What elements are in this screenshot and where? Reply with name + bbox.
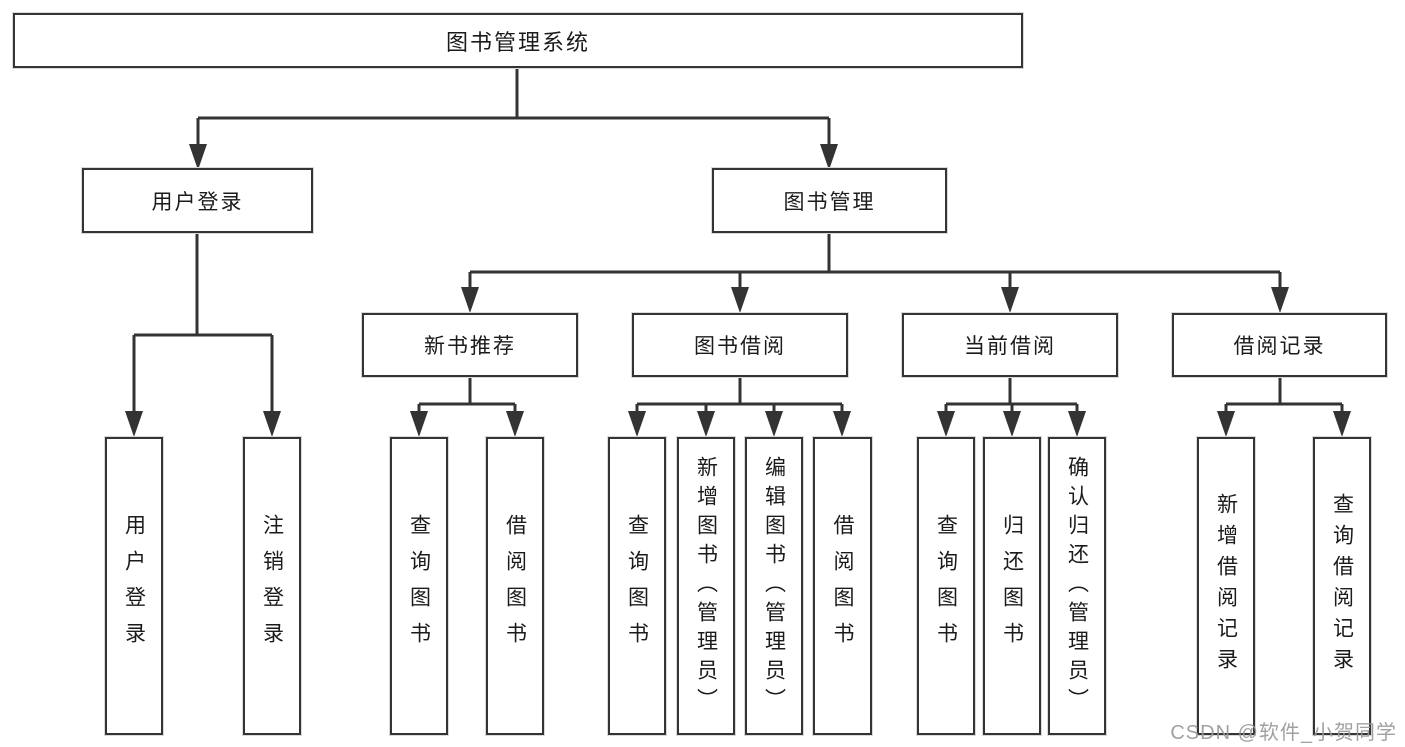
node-book-management: 图书管理 [712, 168, 947, 233]
node-user-login-label: 用户登录 [151, 190, 244, 214]
leaf-borrow-books-recommend-label: 借阅图书 [503, 514, 527, 658]
leaf-query-books-current: 查询图书 [917, 437, 975, 735]
leaf-edit-books-admin: 编辑图书（管理员） [745, 437, 803, 735]
leaf-borrow-books-recommend: 借阅图书 [486, 437, 544, 735]
leaf-query-borrow-record: 查询借阅记录 [1313, 437, 1371, 735]
leaf-logout-login: 注销登录 [243, 437, 301, 735]
node-current-borrowing: 当前借阅 [902, 313, 1118, 377]
leaf-query-books-current-label: 查询图书 [934, 514, 958, 658]
leaf-edit-books-admin-label: 编辑图书（管理员） [762, 455, 786, 717]
leaf-query-books-borrowing: 查询图书 [608, 437, 666, 735]
node-book-management-label: 图书管理 [783, 190, 876, 214]
node-borrowing-records: 借阅记录 [1172, 313, 1387, 377]
leaf-return-books-label: 归还图书 [1000, 514, 1024, 658]
arrowhead-icons [125, 144, 1351, 437]
leaf-add-borrow-record: 新增借阅记录 [1197, 437, 1255, 735]
leaf-borrow-books-borrowing: 借阅图书 [813, 437, 872, 735]
leaf-user-login: 用户登录 [105, 437, 163, 735]
node-current-borrowing-label: 当前借阅 [964, 335, 1056, 358]
node-borrowing-records-label: 借阅记录 [1233, 335, 1326, 358]
leaf-confirm-return-admin-label: 确认归还（管理员） [1065, 455, 1089, 717]
leaf-query-books-recommend: 查询图书 [390, 437, 448, 735]
node-new-book-recommend: 新书推荐 [362, 313, 578, 377]
leaf-borrow-books-borrowing-label: 借阅图书 [831, 514, 854, 658]
leaf-query-borrow-record-label: 查询借阅记录 [1330, 493, 1354, 679]
watermark: CSDN @软件_小贺同学 [1170, 722, 1397, 744]
leaf-add-books-admin: 新增图书（管理员） [677, 437, 735, 735]
leaf-query-books-borrowing-label: 查询图书 [625, 514, 649, 658]
leaf-add-borrow-record-label: 新增借阅记录 [1214, 493, 1238, 679]
node-user-login: 用户登录 [82, 168, 313, 233]
leaf-add-books-admin-label: 新增图书（管理员） [694, 455, 718, 717]
node-book-borrowing-label: 图书借阅 [694, 335, 786, 358]
node-new-book-recommend-label: 新书推荐 [424, 335, 516, 358]
leaf-confirm-return-admin: 确认归还（管理员） [1048, 437, 1106, 735]
node-book-borrowing: 图书借阅 [632, 313, 848, 377]
leaf-return-books: 归还图书 [983, 437, 1041, 735]
leaf-query-books-recommend-label: 查询图书 [407, 514, 431, 658]
node-root-label: 图书管理系统 [445, 29, 590, 55]
leaf-user-login-label: 用户登录 [122, 514, 146, 658]
leaf-logout-login-label: 注销登录 [260, 514, 284, 658]
node-root: 图书管理系统 [13, 13, 1023, 68]
